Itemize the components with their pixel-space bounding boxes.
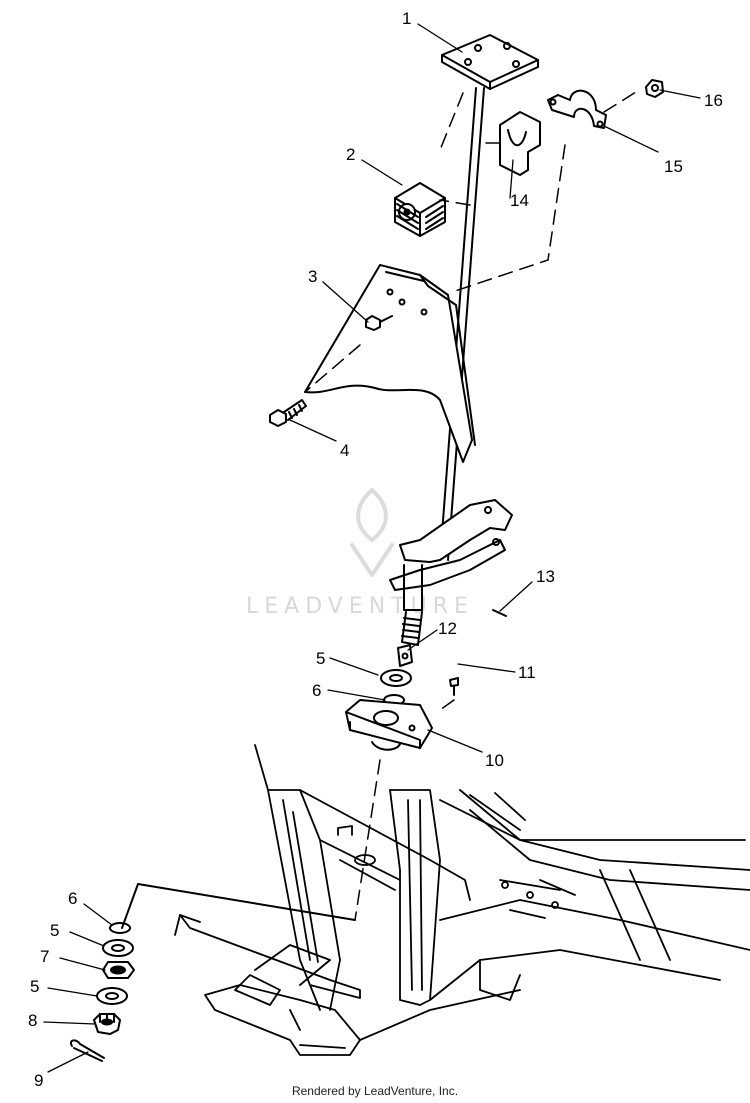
part-10-block bbox=[345, 699, 433, 751]
callout-5a: 5 bbox=[316, 649, 325, 668]
callout-6a: 6 bbox=[312, 681, 321, 700]
part-14-guide bbox=[499, 111, 541, 176]
part-2-block bbox=[394, 182, 446, 237]
callout-14: 14 bbox=[510, 191, 529, 210]
callout-5b: 5 bbox=[50, 921, 59, 940]
part-5-washer-lower-1 bbox=[102, 939, 134, 957]
part-16-nut bbox=[645, 79, 664, 98]
callout-labels: 1 2 3 4 5 6 10 11 12 13 14 15 16 5 6 7 5… bbox=[28, 9, 723, 1090]
callout-4: 4 bbox=[340, 441, 349, 460]
callout-10: 10 bbox=[485, 751, 504, 770]
watermark-text: LEADVENTURE bbox=[246, 594, 474, 619]
callout-9: 9 bbox=[34, 1071, 43, 1090]
part-5-washer-lower-2 bbox=[96, 987, 128, 1005]
alignment-lines bbox=[304, 91, 637, 921]
callout-5c: 5 bbox=[30, 977, 39, 996]
callout-2: 2 bbox=[346, 145, 355, 164]
callout-16: 16 bbox=[704, 91, 723, 110]
callout-13: 13 bbox=[536, 567, 555, 586]
callout-7: 7 bbox=[40, 947, 49, 966]
part-6-bushing-lower bbox=[109, 922, 131, 934]
leader-lines bbox=[43, 23, 701, 1073]
part-3-bolt bbox=[365, 315, 393, 331]
lower-pivot-line bbox=[121, 883, 356, 929]
console-bracket bbox=[304, 264, 476, 463]
callout-12: 12 bbox=[438, 619, 457, 638]
callout-3: 3 bbox=[308, 267, 317, 286]
lever-lower-assembly bbox=[389, 499, 513, 646]
part-7-nut bbox=[102, 961, 135, 979]
callout-15: 15 bbox=[664, 157, 683, 176]
callout-8: 8 bbox=[28, 1011, 37, 1030]
watermark-logo bbox=[350, 488, 394, 577]
callout-6b: 6 bbox=[68, 889, 77, 908]
callout-11: 11 bbox=[518, 663, 536, 682]
part-8-castle-nut bbox=[93, 1013, 121, 1035]
part-4-bolt bbox=[269, 399, 307, 427]
part-13-pin bbox=[492, 609, 507, 617]
footer-credit: Rendered by LeadVenture, Inc. bbox=[291, 1084, 459, 1098]
part-15-clamp bbox=[547, 89, 607, 129]
callout-1: 1 bbox=[402, 9, 411, 28]
part-9-cotter-pin bbox=[70, 1039, 105, 1062]
part-5-washer-upper bbox=[380, 669, 412, 687]
chassis-frame bbox=[174, 744, 750, 1056]
part-11-screw bbox=[449, 677, 459, 696]
